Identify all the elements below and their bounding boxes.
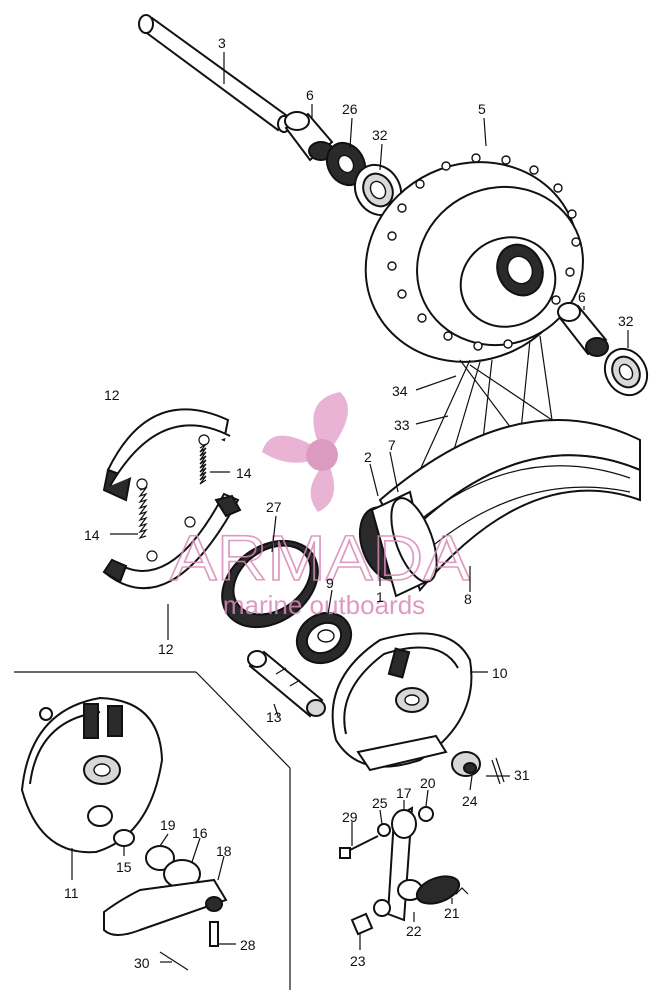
wheel-hub-part	[364, 153, 584, 363]
part-label: 7	[388, 437, 396, 453]
watermark-brand: ARMADA	[170, 522, 470, 594]
part-label: 12	[158, 641, 174, 657]
part-label: 30	[134, 955, 150, 971]
inset-cam-lever	[103, 829, 228, 971]
gear-part	[295, 611, 353, 665]
part-label: 17	[396, 785, 412, 801]
brake-arm-assembly	[339, 806, 469, 936]
part-label: 33	[394, 417, 410, 433]
part-label: 25	[372, 795, 388, 811]
propeller-icon	[262, 392, 348, 512]
part-label: 13	[266, 709, 282, 725]
cotter-pin-31	[491, 757, 505, 785]
part-label: 20	[420, 775, 436, 791]
part-label: 32	[372, 127, 388, 143]
axle-part	[138, 14, 292, 133]
part-label: 1	[376, 589, 384, 605]
hub-holes	[387, 153, 581, 351]
part-label: 28	[240, 937, 256, 953]
nut-24	[451, 751, 481, 777]
shaft-part	[247, 650, 326, 718]
part-label: 19	[160, 817, 176, 833]
part-label: 26	[342, 101, 358, 117]
rim-part	[378, 419, 641, 592]
spacer-collar-right	[557, 302, 609, 357]
watermark-tagline: marine outboards	[223, 590, 425, 620]
part-label: 6	[306, 87, 314, 103]
part-label: 8	[464, 591, 472, 607]
part-label: 14	[236, 465, 252, 481]
dust-seal-part	[325, 141, 367, 187]
part-label: 31	[514, 767, 530, 783]
inset-brake-panel	[20, 696, 164, 854]
part-label: 15	[116, 859, 132, 875]
part-label: 24	[462, 793, 478, 809]
bearing-right	[603, 347, 649, 397]
part-label: 16	[192, 825, 208, 841]
part-label: 3	[218, 35, 226, 51]
part-label: 12	[104, 387, 120, 403]
part-label: 34	[392, 383, 408, 399]
part-label: 29	[342, 809, 358, 825]
part-label: 22	[406, 923, 422, 939]
brake-shoe-bottom	[102, 492, 242, 590]
part-label: 18	[216, 843, 232, 859]
part-label: 27	[266, 499, 282, 515]
part-label: 14	[84, 527, 100, 543]
part-label: 6	[578, 289, 586, 305]
part-label: 9	[326, 575, 334, 591]
part-label: 11	[64, 885, 79, 901]
part-label: 5	[478, 101, 486, 117]
brake-drum-cover-part	[358, 490, 438, 598]
bearing-top	[353, 163, 403, 217]
drum-ring-part	[221, 539, 319, 629]
part-label: 10	[492, 665, 508, 681]
watermark: ARMADA marine outboards	[169, 392, 471, 620]
inset-border	[14, 671, 291, 990]
leader-lines	[71, 52, 629, 963]
brake-shoe-top	[102, 408, 231, 502]
part-labels: 3 6 26 32 5 6 32 34 33 12 14 14 27 2 7 1…	[64, 35, 634, 971]
part-label: 32	[618, 313, 634, 329]
brake-panel-part	[331, 632, 473, 772]
spacer-collar-top	[284, 111, 334, 162]
part-label: 2	[364, 449, 372, 465]
part-label: 21	[444, 905, 460, 921]
shoe-springs	[136, 434, 210, 562]
part-label: 23	[350, 953, 366, 969]
